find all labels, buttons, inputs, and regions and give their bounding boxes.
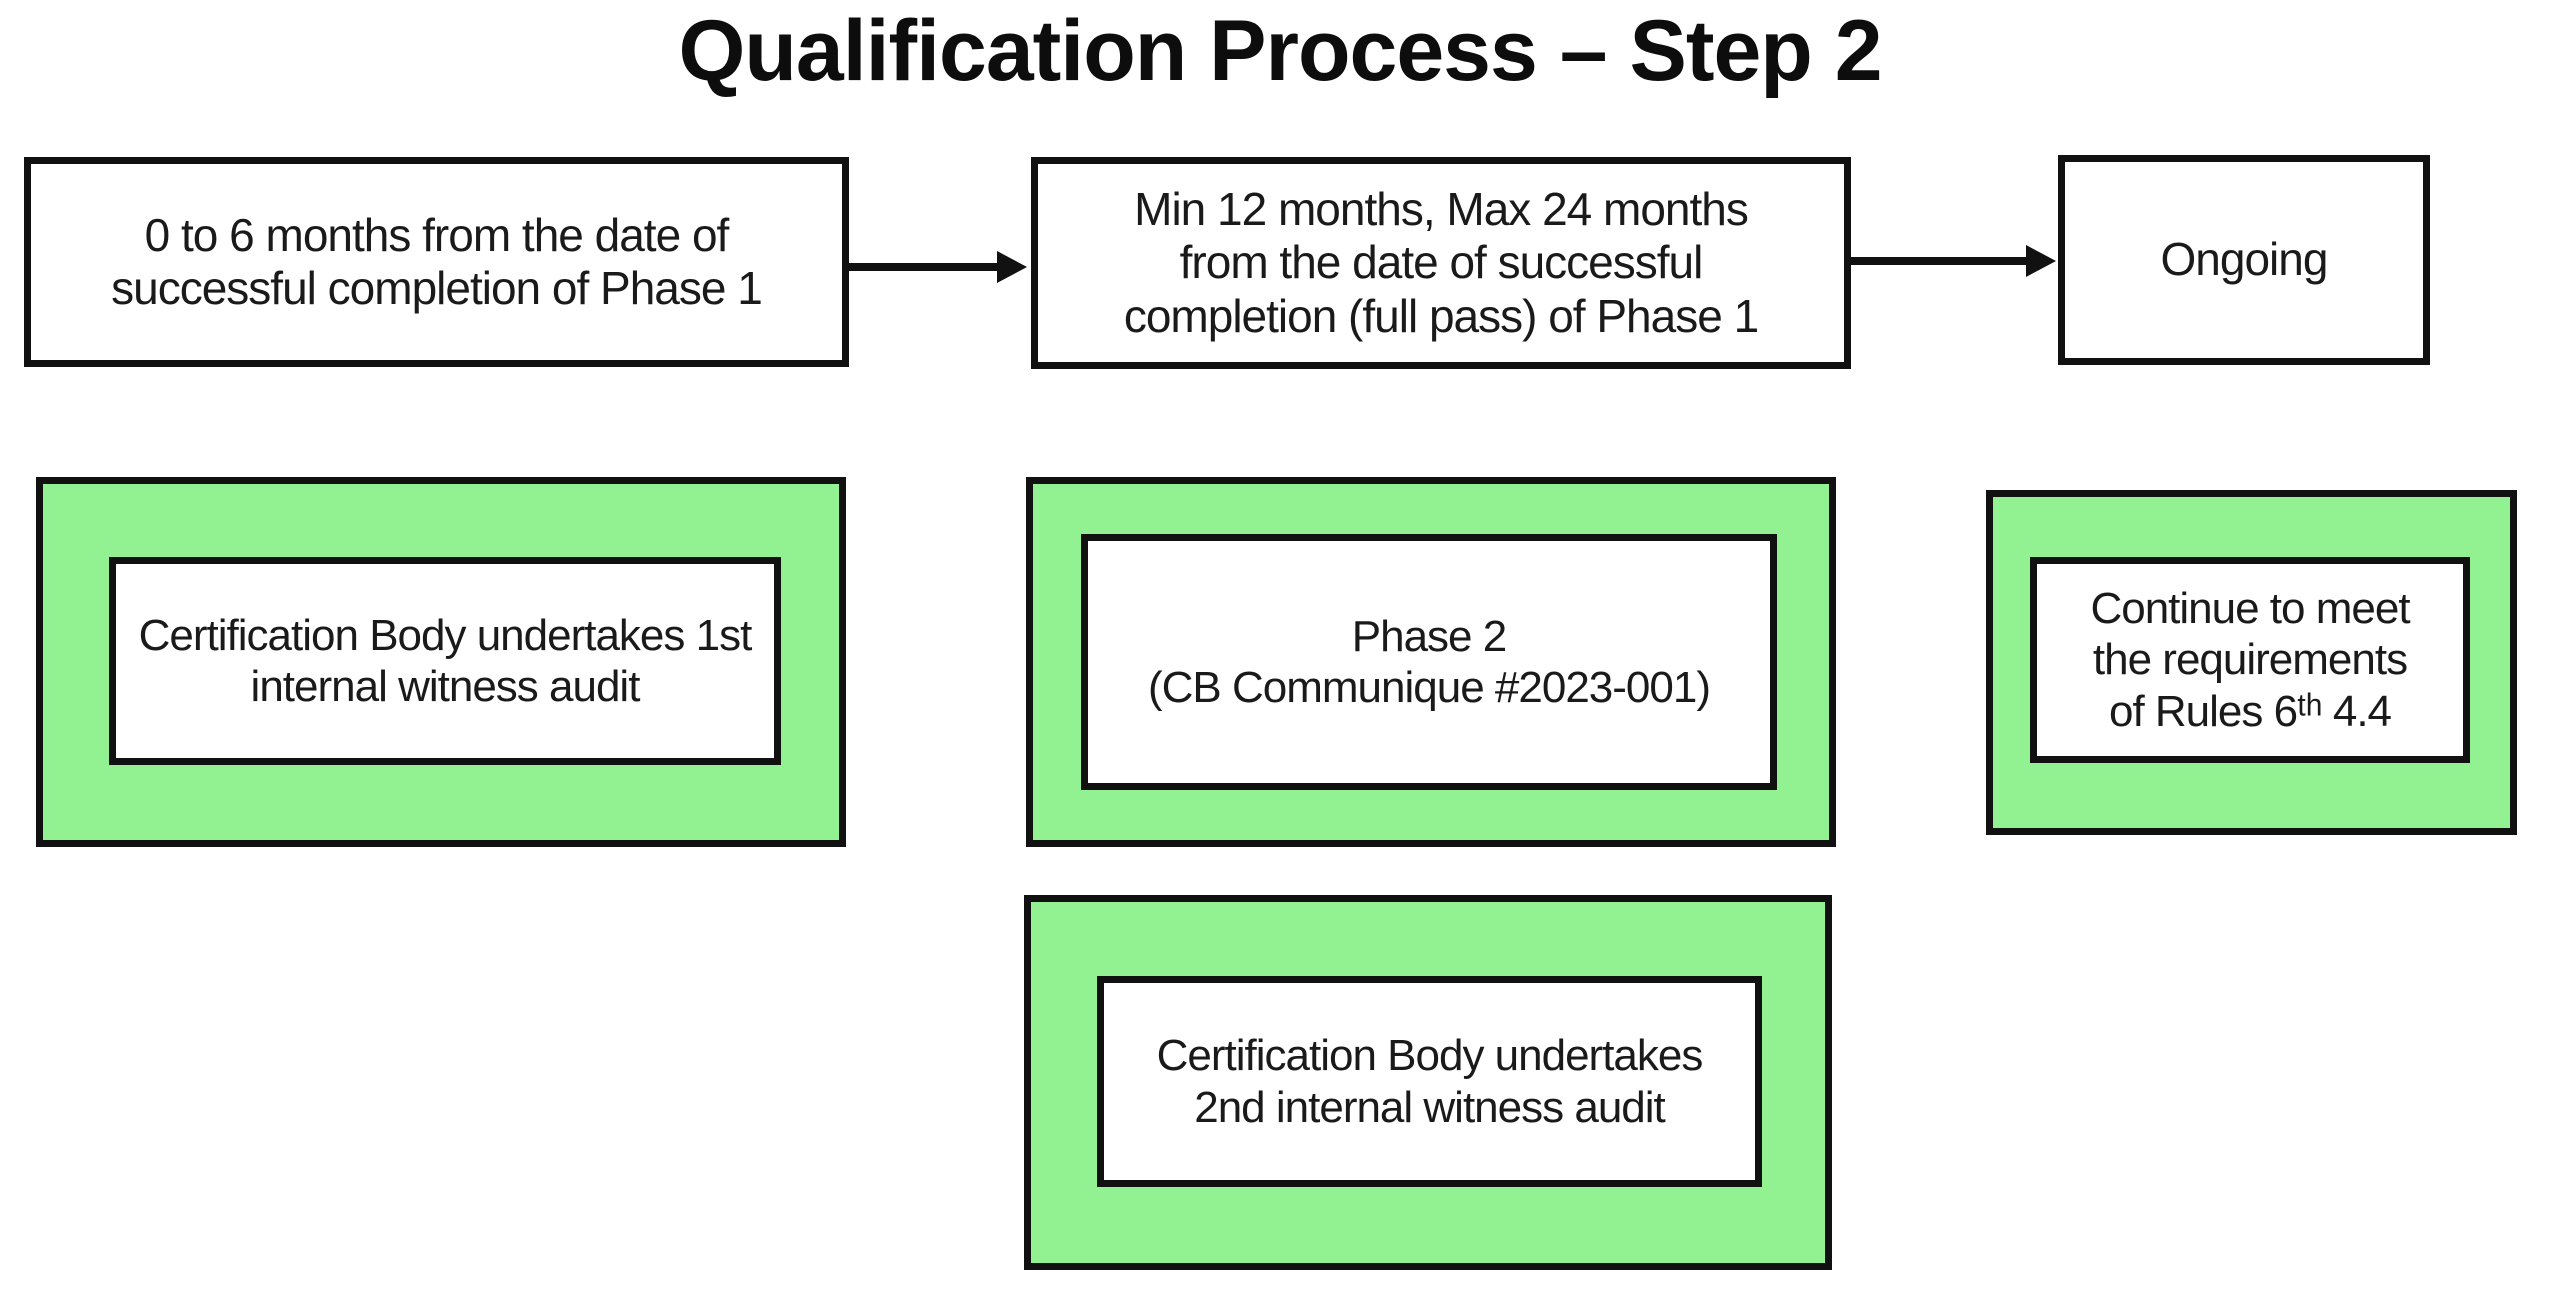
arrow-right-icon: [997, 251, 1027, 283]
stage-box-first-witness-audit-label: Certification Body undertakes 1st intern…: [138, 610, 753, 711]
timeline-box-ongoing: Ongoing: [2058, 155, 2430, 365]
arrow-right-icon: [2026, 245, 2056, 277]
page-title: Qualification Process – Step 2: [678, 3, 1882, 99]
stage-box-second-witness-audit-label: Certification Body undertakes 2nd intern…: [1156, 1031, 1704, 1132]
arrow-line: [1851, 257, 2028, 265]
stage-box-continue-requirements: Continue to meet the requirements of Rul…: [2030, 557, 2470, 763]
stage-box-phase2: Phase 2 (CB Communique #2023-001): [1081, 534, 1777, 790]
stage-box-first-witness-audit: Certification Body undertakes 1st intern…: [109, 557, 781, 765]
timeline-box-1: 0 to 6 months from the date of successfu…: [24, 157, 849, 367]
arrow-line: [848, 263, 1000, 271]
stage-box-second-witness-audit: Certification Body undertakes 2nd intern…: [1097, 976, 1762, 1187]
timeline-box-ongoing-label: Ongoing: [2160, 233, 2329, 286]
stage-box-phase2-label: Phase 2 (CB Communique #2023-001): [1148, 611, 1711, 712]
timeline-box-2: Min 12 months, Max 24 months from the da…: [1031, 157, 1851, 369]
timeline-box-2-label: Min 12 months, Max 24 months from the da…: [1123, 182, 1759, 342]
timeline-box-1-label: 0 to 6 months from the date of successfu…: [111, 208, 763, 314]
stage-box-continue-requirements-label: Continue to meet the requirements of Rul…: [2090, 584, 2410, 736]
